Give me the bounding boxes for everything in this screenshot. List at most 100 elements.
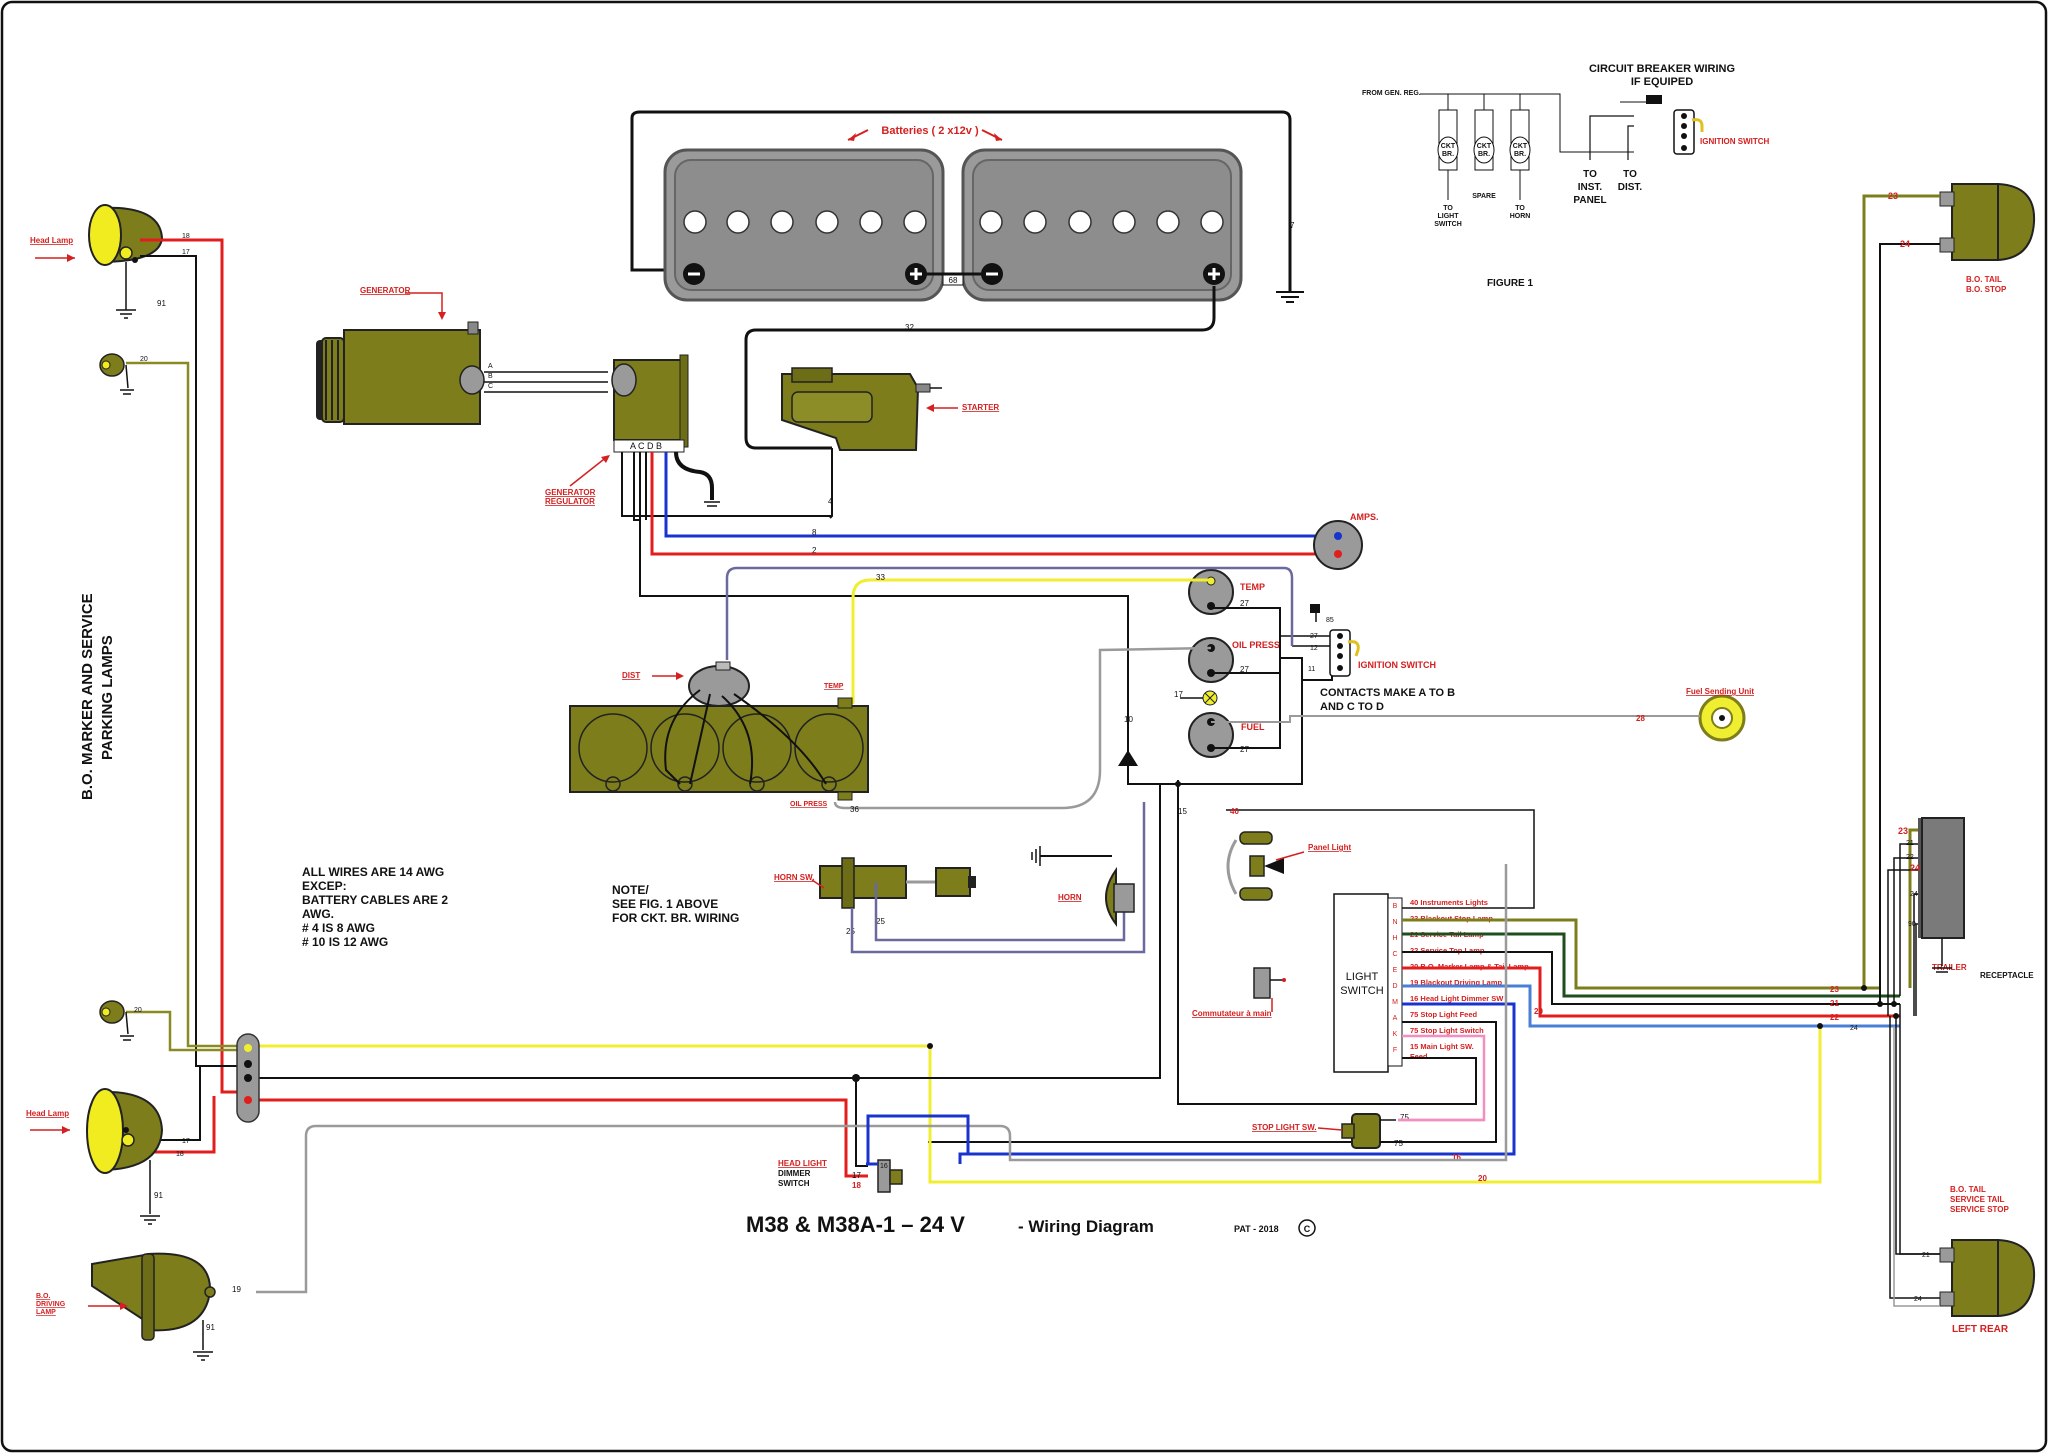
cb-box-2: CKT xyxy=(1477,143,1492,150)
cb-ignition-label: IGNITION SWITCH xyxy=(1700,137,1770,146)
wire-22-junction: 22 xyxy=(1830,1013,1839,1022)
bo-driving-label-1: B.O. xyxy=(36,1293,50,1300)
cb-spare: SPARE xyxy=(1472,193,1496,200)
bo-tail-bottom-label-1: B.O. TAIL xyxy=(1950,1185,1986,1194)
awg-note-3: BATTERY CABLES ARE 2 xyxy=(302,893,448,907)
light-switch-circuit-label: 19 Blackout Driving Lamp xyxy=(1410,978,1503,987)
batteries-label: Batteries ( 2 x12v ) xyxy=(881,125,979,137)
cb-inst-3: PANEL xyxy=(1573,195,1606,206)
bo-driving-lamp: 91 B.O. DRIVING LAMP xyxy=(36,1252,216,1361)
wire-2-label: 2 xyxy=(812,546,817,555)
bo-tail-bottom-label-2: SERVICE TAIL xyxy=(1950,1195,2004,1204)
horn: HORN xyxy=(1031,846,1135,927)
wire-36-label: 36 xyxy=(850,805,859,814)
wire-25-a: 25 xyxy=(846,927,855,936)
head-lamp-top-label: Head Lamp xyxy=(30,236,73,245)
light-switch-terminal: D xyxy=(1392,983,1397,990)
wire-90-trailer: 90 xyxy=(1908,921,1916,928)
wire-17-indicator: 17 xyxy=(1174,690,1183,699)
gen-terminal-b: B xyxy=(488,373,493,380)
wire-23-trailer: 23 xyxy=(1898,826,1908,836)
title-block: M38 & M38A-1 – 24 V - Wiring Diagram PAT… xyxy=(746,1212,1316,1237)
gen-terminal-c: C xyxy=(488,383,493,390)
light-switch-label-2: SWITCH xyxy=(1340,985,1383,997)
wire-20-ls: 20 xyxy=(1534,1007,1543,1016)
amps-gauge: AMPS. xyxy=(1313,512,1379,570)
light-switch-terminal: E xyxy=(1393,967,1398,974)
bo-marker-label-2: PARKING LAMPS xyxy=(99,635,116,760)
parking-lamp-top xyxy=(99,353,134,395)
cb-dist-2: DIST. xyxy=(1618,182,1643,193)
wire-8-label: 8 xyxy=(812,528,817,537)
cb-horn-2: HORN xyxy=(1510,213,1531,220)
light-switch-terminal: M xyxy=(1392,999,1398,1006)
wire-75-a: 75 xyxy=(1400,1113,1409,1122)
wire-75-b: 75 xyxy=(1394,1139,1403,1148)
amps-label: AMPS. xyxy=(1350,512,1379,522)
panel-light: 40 Panel Light xyxy=(1226,807,1535,909)
head-lamp-top: Head Lamp 91 xyxy=(30,204,166,319)
bo-tail-top-label-1: B.O. TAIL xyxy=(1966,275,2002,284)
wire-28-label: 28 xyxy=(1636,714,1645,723)
bo-tail-bottom-label-3: SERVICE STOP xyxy=(1950,1205,2010,1214)
cb-box-3b: BR. xyxy=(1514,151,1526,158)
wire-18-bottom: 18 xyxy=(176,1151,184,1158)
awg-note-1: ALL WIRES ARE 14 AWG xyxy=(302,865,444,879)
light-switch-terminal: A xyxy=(1393,1015,1398,1022)
wire-24-rear: 24 xyxy=(1914,1296,1922,1303)
panel-light-label: Panel Light xyxy=(1308,843,1351,852)
wire-24-trailer: 24 xyxy=(1910,863,1920,873)
wire-21-rear: 21 xyxy=(1922,1252,1930,1259)
ignition-switch: 85 IGNITION SWITCH 27 12 11 CONTACTS MAK… xyxy=(1308,604,1455,713)
bo-marker-label-1: B.O. MARKER AND SERVICE xyxy=(79,593,96,800)
cb-light-3: SWITCH xyxy=(1434,221,1462,228)
cb-box-3: CKT xyxy=(1513,143,1528,150)
light-switch-terminal: F xyxy=(1393,1047,1397,1054)
fuel-gauge: FUEL xyxy=(1188,712,1265,758)
wire-7-label: 7 xyxy=(1290,221,1295,230)
awg-note-5: # 4 IS 8 AWG xyxy=(302,921,375,935)
trailer-receptacle: TRAILER RECEPTACLE xyxy=(1918,817,2034,980)
cb-box-2b: BR. xyxy=(1478,151,1490,158)
ignition-switch-label: IGNITION SWITCH xyxy=(1358,660,1436,670)
awg-note-4: AWG. xyxy=(302,907,334,921)
wire-25-b: 25 xyxy=(876,917,885,926)
head-lamp-bottom: Head Lamp 91 xyxy=(26,1088,163,1225)
cb-dist-1: TO xyxy=(1623,169,1637,180)
oil-press-label: OIL PRESS xyxy=(1232,640,1280,650)
left-rear-lamp: B.O. TAIL SERVICE TAIL SERVICE STOP LEFT… xyxy=(1939,1185,2036,1335)
diagram-subtitle: - Wiring Diagram xyxy=(1018,1217,1154,1236)
reg-terminals: A C D B xyxy=(630,441,662,451)
fuel-sending-label: Fuel Sending Unit xyxy=(1686,687,1754,696)
commutateur-label: Commutateur à main xyxy=(1192,1009,1272,1018)
dimmer-label-3: SWITCH xyxy=(778,1179,810,1188)
wire-32-label: 32 xyxy=(905,323,914,332)
light-switch-circuit-label: 40 Instruments Lights xyxy=(1410,898,1488,907)
wire-11-ign: 11 xyxy=(1308,666,1315,673)
parking-lamp-bottom xyxy=(99,1000,134,1041)
indicator-lamp: 17 xyxy=(1174,690,1218,706)
contacts-label-1: CONTACTS MAKE A TO B xyxy=(1320,687,1455,699)
reg-label-2: REGULATOR xyxy=(545,497,595,506)
gen-terminal-a: A xyxy=(488,363,493,370)
wire-20-top: 20 xyxy=(140,356,148,363)
credit: PAT - 2018 xyxy=(1234,1224,1279,1234)
wire-27-temp: 27 xyxy=(1240,599,1249,608)
awg-note-6: # 10 IS 12 AWG xyxy=(302,935,388,949)
dimmer-label-1: HEAD LIGHT xyxy=(778,1159,827,1168)
cb-horn-1: TO xyxy=(1515,205,1525,212)
head-light-dimmer-switch: HEAD LIGHT DIMMER SWITCH 17 18 16 xyxy=(778,1159,903,1193)
wire-16-dimmer: 16 xyxy=(880,1163,888,1170)
circuit-breaker-figure: CIRCUIT BREAKER WIRING IF EQUIPED FROM G… xyxy=(1362,63,1770,289)
light-switch-circuit-label: 16 Head Light Dimmer SW xyxy=(1410,994,1504,1003)
horn-sw-label: HORN SW. xyxy=(774,873,814,882)
generator: GENERATOR A B C xyxy=(316,286,608,425)
cb-box-1b: BR. xyxy=(1442,151,1454,158)
wire-18-dimmer: 18 xyxy=(852,1181,861,1190)
light-switch-terminal: H xyxy=(1392,935,1397,942)
cb-inst-2: INST. xyxy=(1578,182,1603,193)
reg-label-1: GENERATOR xyxy=(545,488,596,497)
wire-85-label: 85 xyxy=(1326,617,1334,624)
